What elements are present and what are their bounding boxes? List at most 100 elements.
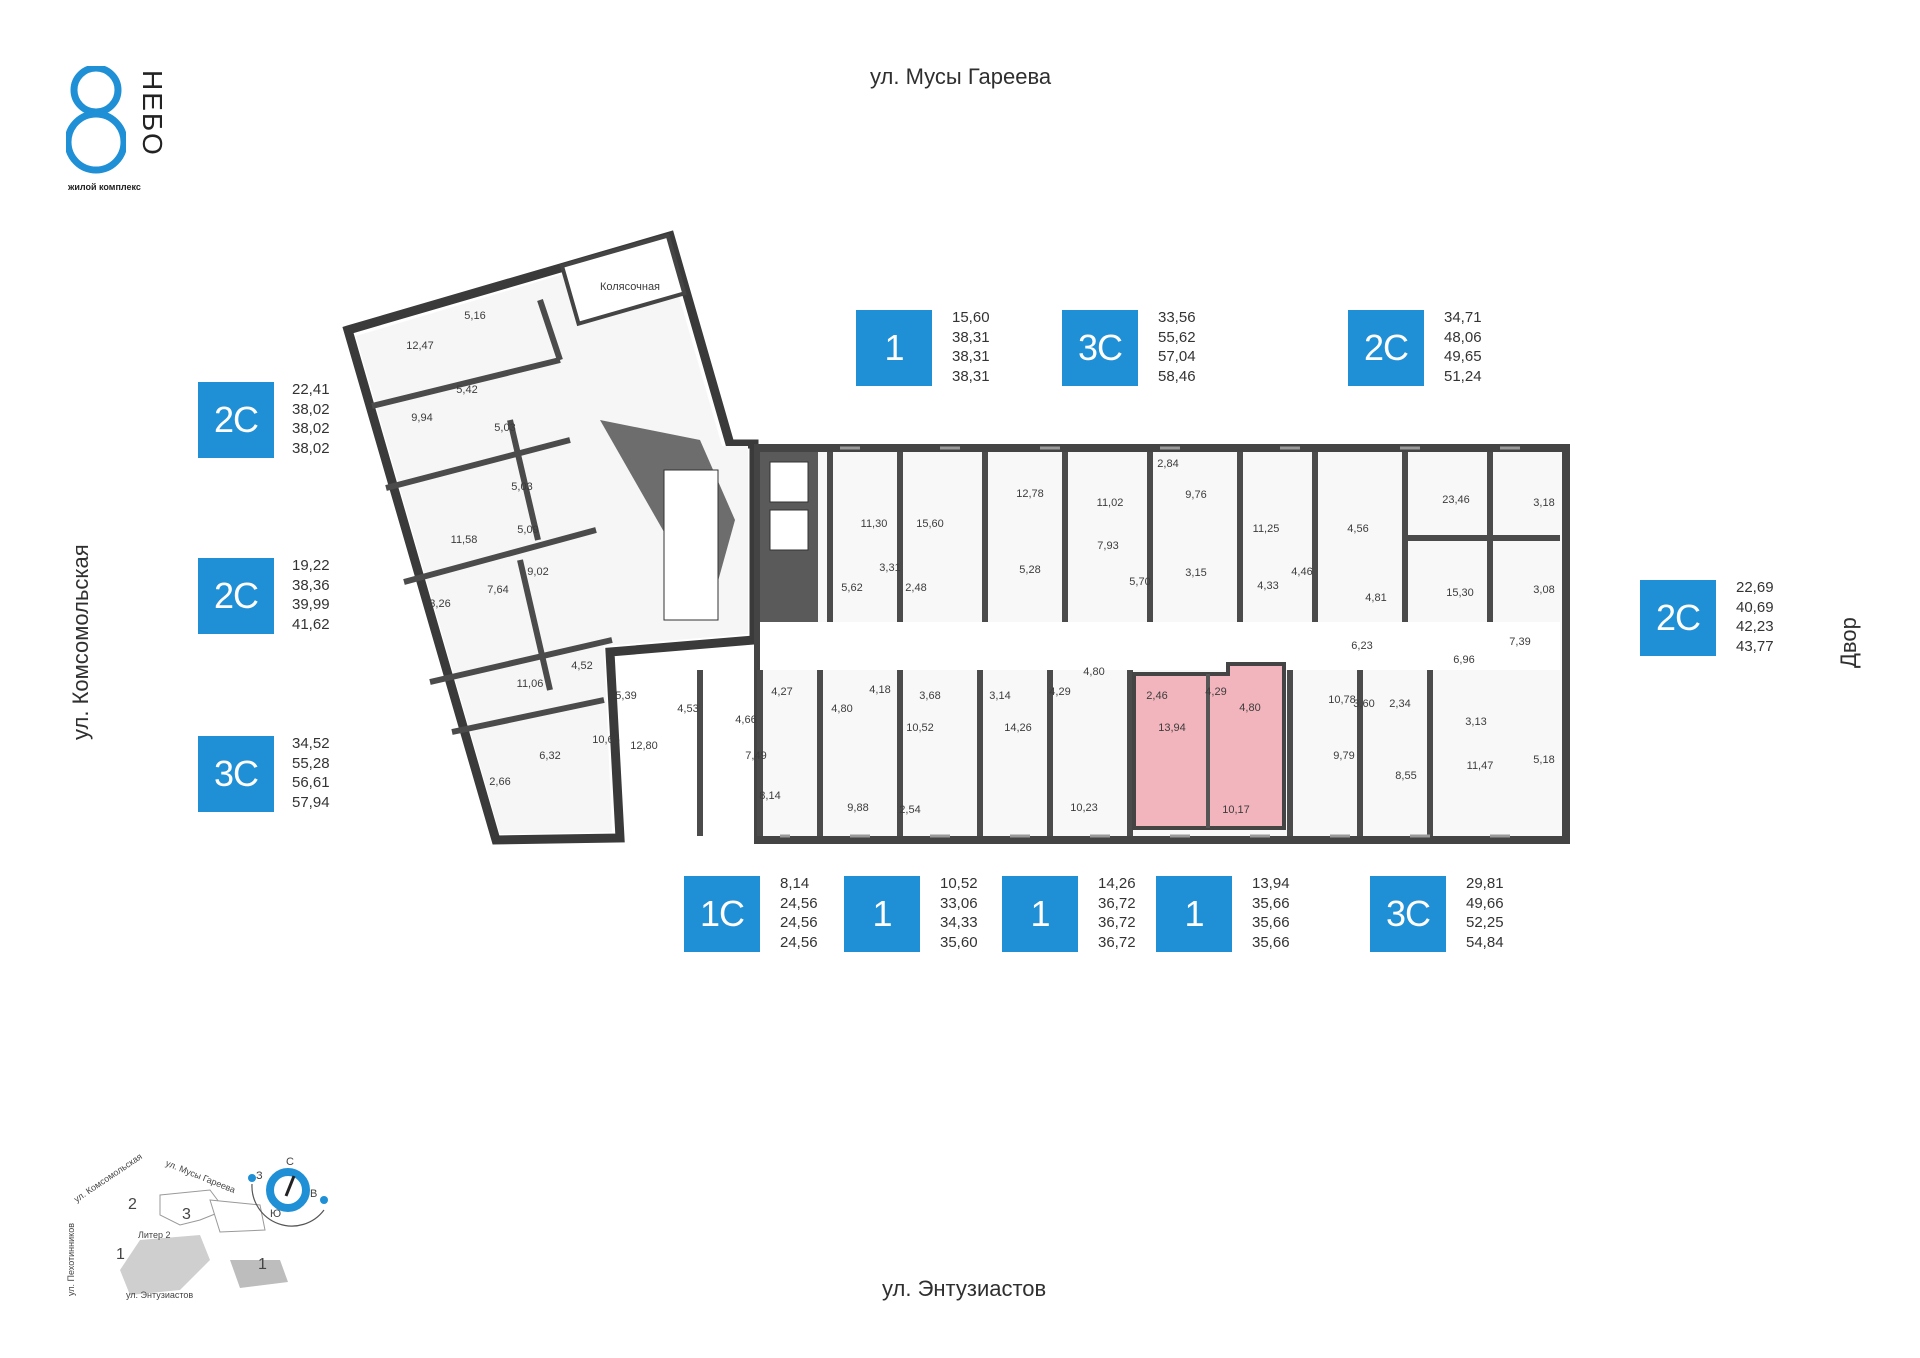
- room-area-label: 6,23: [1351, 640, 1373, 652]
- logo-brand: НЕБО: [137, 70, 168, 157]
- compass-south: Ю: [270, 1208, 282, 1220]
- minimap-block-3: 3: [182, 1206, 191, 1223]
- room-area-label: 5,62: [841, 582, 863, 594]
- room-area-label: 2,46: [1146, 690, 1168, 702]
- corridor: [760, 622, 1560, 670]
- room-area-label: 15,30: [1446, 587, 1474, 599]
- room-area-label: 4,81: [1365, 592, 1387, 604]
- minimap-block-1: 1: [116, 1246, 125, 1263]
- minimap-liter: Литер 2: [138, 1230, 171, 1240]
- room-area-label: 5,03: [494, 422, 516, 434]
- room-area-label: 2,54: [899, 804, 921, 816]
- apartment-type-badge[interactable]: 1: [1156, 876, 1232, 952]
- room-area-label: 11,25: [1252, 523, 1280, 535]
- room-area-label: 2,48: [905, 582, 927, 594]
- compass-west: З: [256, 1170, 263, 1182]
- room-area-label: 12,80: [630, 740, 658, 752]
- room-area-label: 3,13: [1465, 716, 1487, 728]
- room-area-label: 3,18: [1533, 497, 1555, 509]
- logo-eight-icon: [66, 66, 126, 174]
- room-area-label: 3,15: [1185, 567, 1207, 579]
- room-area-label: 9,76: [1185, 489, 1207, 501]
- street-south: ул. Энтузиастов: [882, 1276, 1047, 1301]
- room-area-label: 4,66: [735, 714, 757, 726]
- apartment-type-badge[interactable]: 3С: [1062, 310, 1138, 386]
- compass-east: В: [310, 1188, 318, 1200]
- room-area-label: 10,78: [1328, 694, 1356, 706]
- apartment-type-badge[interactable]: 2С: [198, 382, 274, 458]
- apartment-type-badge[interactable]: 2С: [1640, 580, 1716, 656]
- room-area-label: 2,34: [1389, 698, 1411, 710]
- room-area-label: 3,60: [1353, 698, 1375, 710]
- room-area-label: 4,80: [1083, 666, 1105, 678]
- apartment-type-badge[interactable]: 2С: [1348, 310, 1424, 386]
- stroller-room: [559, 233, 687, 327]
- room-area-label: 9,02: [527, 566, 549, 578]
- room-area-label: 5,16: [464, 310, 486, 322]
- room-area-label: 10,66: [592, 734, 620, 746]
- room-area-label: 14,26: [1004, 722, 1032, 734]
- apartment-type-badge[interactable]: 1: [1002, 876, 1078, 952]
- room-area-label: 10,17: [1222, 804, 1250, 816]
- room-area-label: 5,70: [1129, 576, 1151, 588]
- room-area-label: 6,96: [1453, 654, 1475, 666]
- apartment-type-badge[interactable]: 1: [856, 310, 932, 386]
- room-area-label: 9,88: [847, 802, 869, 814]
- room-area-label: 10,23: [1070, 802, 1098, 814]
- stroller-room-label: Колясочная: [599, 281, 661, 293]
- apartment-type-badge[interactable]: 3С: [1370, 876, 1446, 952]
- room-area-label: 12,47: [406, 340, 434, 352]
- room-area-label: 23,46: [1442, 494, 1470, 506]
- room-area-label: 4,56: [1347, 523, 1369, 535]
- room-area-label: 4,80: [831, 703, 853, 715]
- room-area-label: 5,03: [511, 481, 533, 493]
- room-area-label: 5,42: [456, 384, 478, 396]
- room-area-label: 3,31: [879, 562, 901, 574]
- room-area-label: 7,64: [487, 584, 509, 596]
- minimap-current-block: 1: [258, 1256, 267, 1273]
- room-area-label: 2,84: [1157, 458, 1179, 470]
- compass-north: С: [286, 1156, 294, 1168]
- apartment-type-badge[interactable]: 2С: [198, 558, 274, 634]
- room-area-label: 5,39: [615, 690, 637, 702]
- room-area-label: 4,53: [677, 703, 699, 715]
- apartment-type-badge[interactable]: 1С: [684, 876, 760, 952]
- apartment-type-badge[interactable]: 1: [844, 876, 920, 952]
- room-area-label: 4,80: [1239, 702, 1261, 714]
- room-area-label: 4,27: [771, 686, 793, 698]
- room-area-label: 7,49: [745, 750, 767, 762]
- room-area-label: 11,58: [450, 534, 478, 546]
- room-area-label: 8,55: [1395, 770, 1417, 782]
- minimap: [120, 1189, 288, 1295]
- room-area-label: 7,39: [1509, 636, 1531, 648]
- room-area-label: 4,18: [869, 684, 891, 696]
- room-area-label: 7,93: [1097, 540, 1119, 552]
- minimap-street-pehot: ул. Пехотинников: [66, 1223, 76, 1296]
- logo-subtitle: жилой комплекс: [68, 182, 141, 192]
- logo: НЕБО жилой комплекс: [66, 66, 176, 196]
- apartment-type-badge[interactable]: 3С: [198, 736, 274, 812]
- minimap-block-2: 2: [128, 1196, 137, 1213]
- room-area-label: 2,66: [489, 776, 511, 788]
- room-area-label: 5,18: [1533, 754, 1555, 766]
- room-area-label: 4,46: [1291, 566, 1313, 578]
- street-east: Двор: [1836, 617, 1861, 668]
- minimap-street-entuziastov: ул. Энтузиастов: [126, 1290, 194, 1300]
- room-area-label: 6,32: [539, 750, 561, 762]
- room-area-label: 3,08: [1533, 584, 1555, 596]
- room-area-label: 3,26: [429, 598, 451, 610]
- room-area-label: 4,52: [571, 660, 593, 672]
- street-north: ул. Мусы Гареева: [870, 64, 1052, 89]
- room-area-label: 8,14: [759, 790, 781, 802]
